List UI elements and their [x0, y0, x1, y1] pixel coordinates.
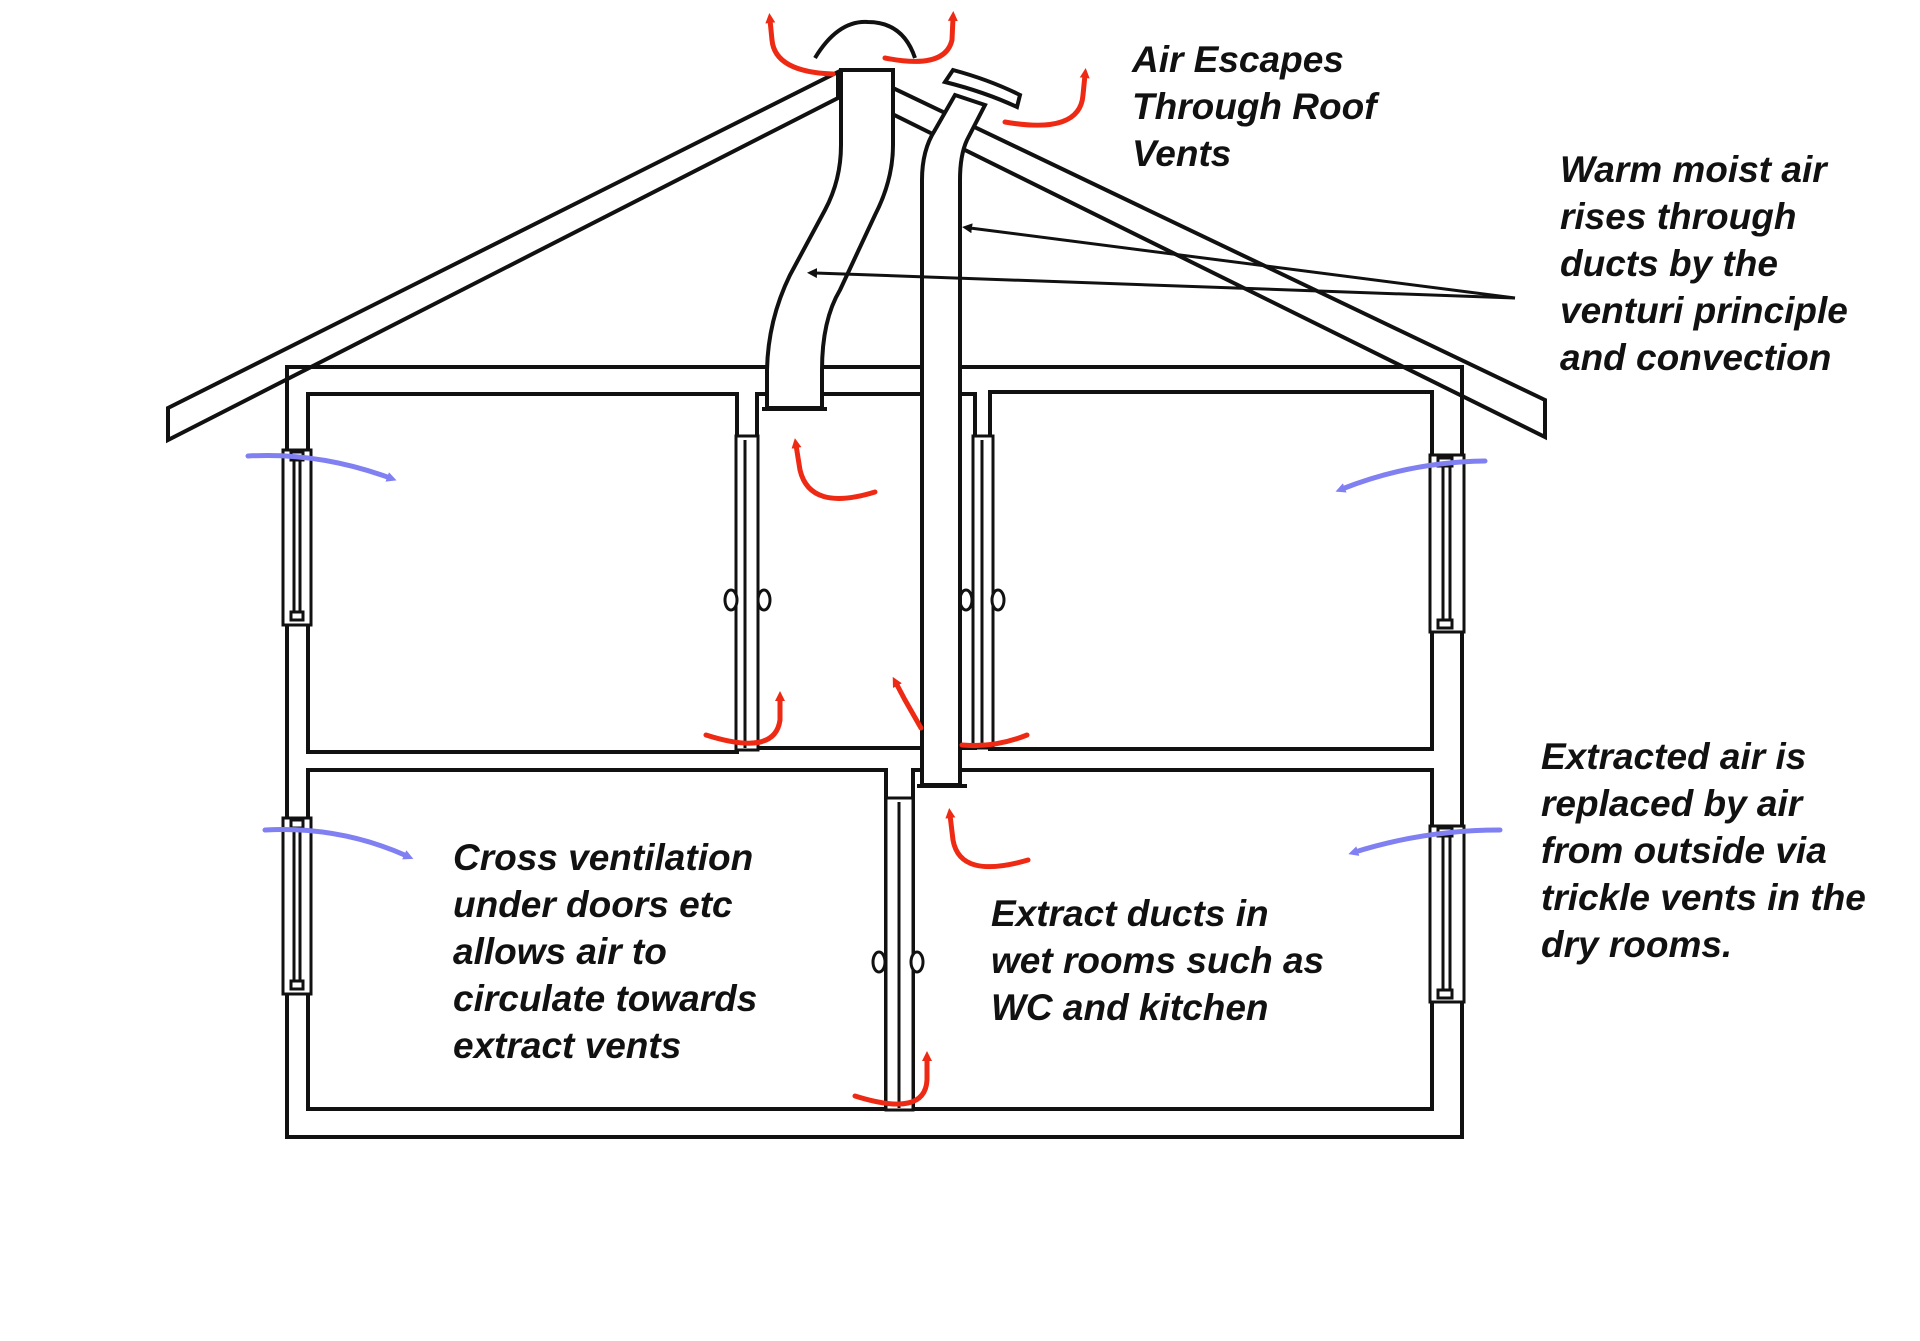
vent-cap-left	[813, 19, 917, 60]
label-line: rises through	[1560, 196, 1797, 237]
label-line: extract vents	[453, 1025, 682, 1066]
label-roof-vents: Air Escapes Through Roof Vents	[1132, 36, 1377, 177]
label-line: Air Escapes	[1132, 39, 1344, 80]
label-cross-ventilation: Cross ventilation under doors etc allows…	[453, 834, 757, 1069]
label-extract-ducts: Extract ducts in wet rooms such as WC an…	[991, 890, 1324, 1031]
red-arrow-door-upper-right	[959, 732, 1030, 749]
label-extracted-air-replaced: Extracted air is replaced by air from ou…	[1541, 733, 1866, 968]
windows	[281, 448, 1466, 1004]
red-arrow-roof-2	[882, 11, 958, 64]
pointer-arrow-right-duct	[962, 223, 1516, 300]
door-upper-right	[958, 434, 1006, 750]
red-arrow-roof-3	[1002, 68, 1090, 128]
roof-left-slope	[166, 68, 840, 444]
label-line: from outside via	[1541, 830, 1827, 871]
label-line: dry rooms.	[1541, 924, 1733, 965]
label-line: ducts by the	[1560, 243, 1778, 284]
label-line: under doors etc	[453, 884, 733, 925]
label-line: Extract ducts in	[991, 893, 1269, 934]
door-upper-left	[723, 434, 772, 752]
label-line: Cross ventilation	[453, 837, 754, 878]
red-arrow-to-duct	[892, 676, 924, 731]
label-line: Through Roof	[1132, 86, 1377, 127]
red-arrow-roof-1	[765, 13, 836, 77]
doors	[723, 434, 1006, 1112]
blue-arrow-upper-left	[245, 452, 397, 482]
label-line: replaced by air	[1541, 783, 1803, 824]
room-upper-right	[988, 390, 1434, 751]
red-arrow-lower-right-room	[945, 808, 1031, 870]
window-upper-left	[281, 448, 313, 627]
label-warm-moist-air: Warm moist air rises through ducts by th…	[1560, 146, 1848, 381]
room-upper-left	[306, 392, 739, 754]
fresh-air-arrows	[245, 452, 1503, 860]
warm-air-arrows	[703, 11, 1090, 1107]
ducts	[762, 19, 1023, 788]
blue-arrow-lower-right	[1348, 827, 1503, 856]
label-line: Extracted air is	[1541, 736, 1807, 777]
label-line: WC and kitchen	[991, 987, 1269, 1028]
door-lower-middle	[871, 796, 925, 1112]
window-lower-right	[1428, 824, 1466, 1004]
label-line: venturi principle	[1560, 290, 1848, 331]
label-line: circulate towards	[453, 978, 758, 1019]
outer-wall	[285, 365, 1464, 1139]
blue-arrow-lower-left	[262, 827, 414, 860]
label-line: trickle vents in the	[1541, 877, 1866, 918]
red-arrow-middle-room-top	[791, 438, 878, 501]
red-arrow-door-upper-left	[703, 691, 785, 746]
vent-cap-right	[941, 67, 1023, 110]
red-arrow-door-lower	[852, 1051, 932, 1107]
label-line: Vents	[1132, 133, 1232, 174]
window-upper-right	[1428, 453, 1466, 634]
label-line: allows air to	[453, 931, 667, 972]
window-lower-left	[281, 816, 313, 996]
pointer-arrow-left-duct	[807, 268, 1516, 300]
duct-right	[920, 92, 988, 787]
label-line: Warm moist air	[1560, 149, 1827, 190]
label-line: wet rooms such as	[991, 940, 1325, 981]
blue-arrow-upper-right	[1335, 458, 1488, 493]
label-line: and convection	[1560, 337, 1832, 378]
pointer-arrows	[807, 223, 1516, 300]
